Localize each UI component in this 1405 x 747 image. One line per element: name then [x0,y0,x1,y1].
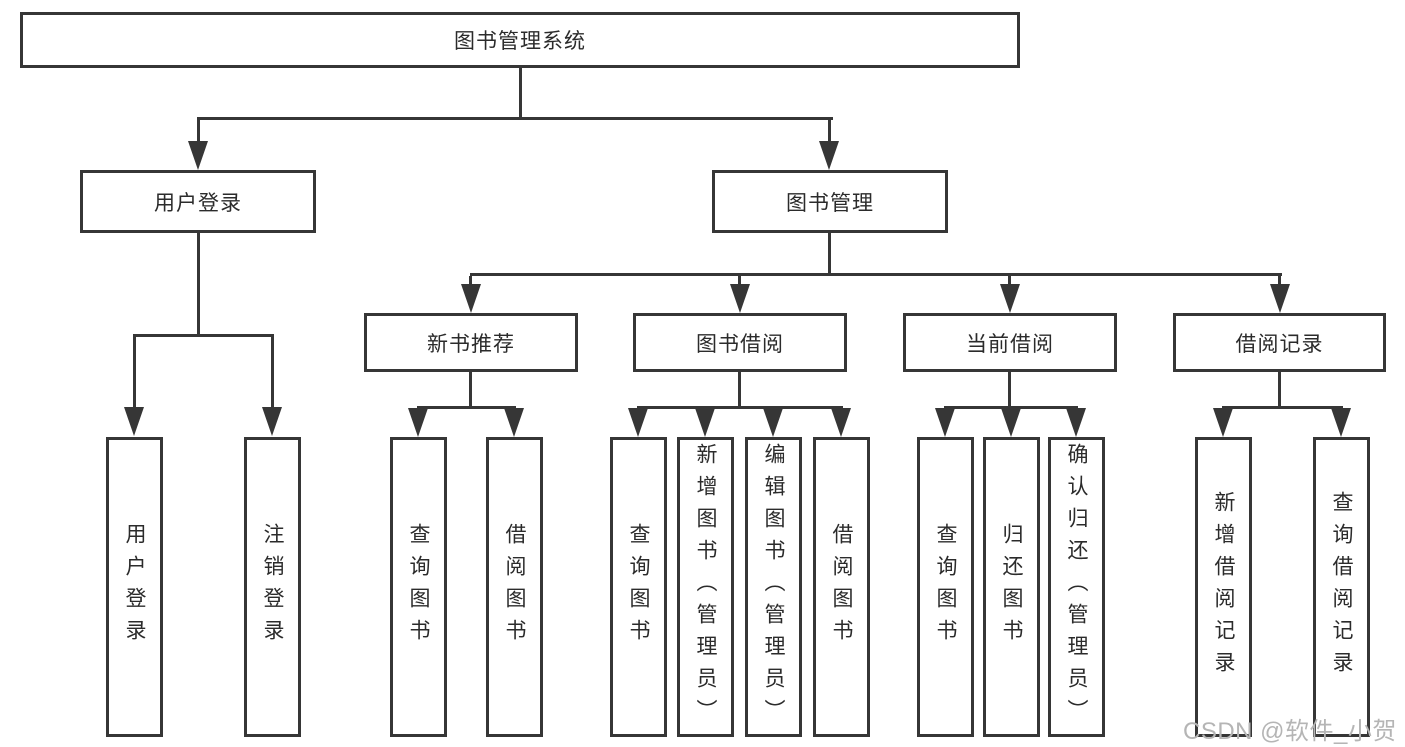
node-book-borrowing: 图书借阅 [633,313,847,372]
leaf-query-books-recommend: 查询图书 [390,437,447,737]
arrowhead-leaf-query2 [628,408,648,437]
node-user-login: 用户登录 [80,170,316,233]
arrowhead-leaf-query3 [935,408,955,437]
node-user-login-label: 用户登录 [154,191,242,215]
connector-drop-user-login [197,120,200,146]
arrowhead-leaf-query1 [408,408,428,437]
arrowhead-leaf-login [124,407,144,436]
connector-level1-horizontal [197,117,833,120]
connector-records-horizontal [1222,406,1343,409]
connector-userlogin-stem [197,233,200,334]
leaf-confirm-return-admin-label: 确认归还（管理员） [1065,443,1088,731]
node-current-borrowing-label: 当前借阅 [966,332,1054,356]
leaf-query-books-borrowing: 查询图书 [610,437,667,737]
connector-bookborrow-horizontal [637,406,843,409]
node-borrowing-records-label: 借阅记录 [1235,332,1324,356]
leaf-edit-books-admin-label: 编辑图书（管理员） [762,443,785,731]
node-book-management-label: 图书管理 [786,191,874,215]
connector-drop-leaf-login [133,337,136,409]
leaf-user-login-label: 用户登录 [123,523,146,651]
arrowhead-leaf-query-record [1331,408,1351,437]
leaf-add-books-admin-label: 新增图书（管理员） [694,443,717,731]
arrowhead-leaf-edit-book [763,408,783,437]
root-label: 图书管理系统 [454,30,586,53]
node-new-book-recommend-label: 新书推荐 [427,332,515,356]
node-book-management: 图书管理 [712,170,948,233]
connector-userlogin-horizontal [133,334,274,337]
arrowhead-leaf-borrow1 [504,408,524,437]
arrowhead-leaf-confirm-return [1066,408,1086,437]
node-new-book-recommend: 新书推荐 [364,313,578,372]
connector-current-stem [1008,372,1011,406]
leaf-borrow-books-recommend: 借阅图书 [486,437,543,737]
arrowhead-book-mgmt [819,141,839,170]
leaf-query-books-current-label: 查询图书 [934,523,957,651]
csdn-watermark: CSDN @软件_小贺同学 [1183,718,1397,745]
connector-recommend-horizontal [417,406,516,409]
arrowhead-borrow [730,284,750,313]
leaf-borrow-books-borrowing-label: 借阅图书 [830,523,853,651]
connector-drop-recommend [469,276,472,286]
connector-drop-borrow [738,276,741,286]
leaf-add-borrow-record: 新增借阅记录 [1195,437,1252,737]
arrowhead-leaf-logout [262,407,282,436]
leaf-add-books-admin: 新增图书（管理员） [677,437,734,737]
connector-current-horizontal [944,406,1078,409]
arrowhead-leaf-borrow2 [831,408,851,437]
leaf-logout-label: 注销登录 [261,523,284,651]
node-borrowing-records: 借阅记录 [1173,313,1386,372]
leaf-query-books-borrowing-label: 查询图书 [627,523,650,651]
leaf-query-books-current: 查询图书 [917,437,974,737]
connector-drop-book-mgmt [828,120,831,146]
arrowhead-leaf-add-book [695,408,715,437]
leaf-return-books-label: 归还图书 [1000,523,1023,651]
leaf-query-borrow-record: 查询借阅记录 [1313,437,1370,737]
arrowhead-user-login [188,141,208,170]
connector-bookborrow-stem [738,372,741,406]
leaf-borrow-books-recommend-label: 借阅图书 [503,523,526,651]
arrowhead-leaf-add-record [1213,408,1233,437]
connector-recommend-stem [469,372,472,406]
leaf-return-books: 归还图书 [983,437,1040,737]
connector-records-stem [1278,372,1281,406]
arrowhead-records [1270,284,1290,313]
arrowhead-current [1000,284,1020,313]
connector-root-stem [519,68,522,117]
node-book-borrowing-label: 图书借阅 [696,332,784,356]
root-box-library-system: 图书管理系统 [20,12,1020,68]
node-current-borrowing: 当前借阅 [903,313,1117,372]
connector-bookmgmt-stem [828,233,831,273]
connector-drop-records [1278,276,1281,286]
leaf-borrow-books-borrowing: 借阅图书 [813,437,870,737]
connector-drop-leaf-logout [271,337,274,409]
leaf-logout: 注销登录 [244,437,301,737]
arrowhead-recommend [461,284,481,313]
leaf-query-books-recommend-label: 查询图书 [407,523,430,651]
arrowhead-leaf-return [1001,408,1021,437]
leaf-user-login: 用户登录 [106,437,163,737]
leaf-add-borrow-record-label: 新增借阅记录 [1212,491,1235,683]
leaf-query-borrow-record-label: 查询借阅记录 [1330,491,1353,683]
connector-drop-current [1008,276,1011,286]
leaf-edit-books-admin: 编辑图书（管理员） [745,437,802,737]
leaf-confirm-return-admin: 确认归还（管理员） [1048,437,1105,737]
connector-level3-horizontal [470,273,1282,276]
